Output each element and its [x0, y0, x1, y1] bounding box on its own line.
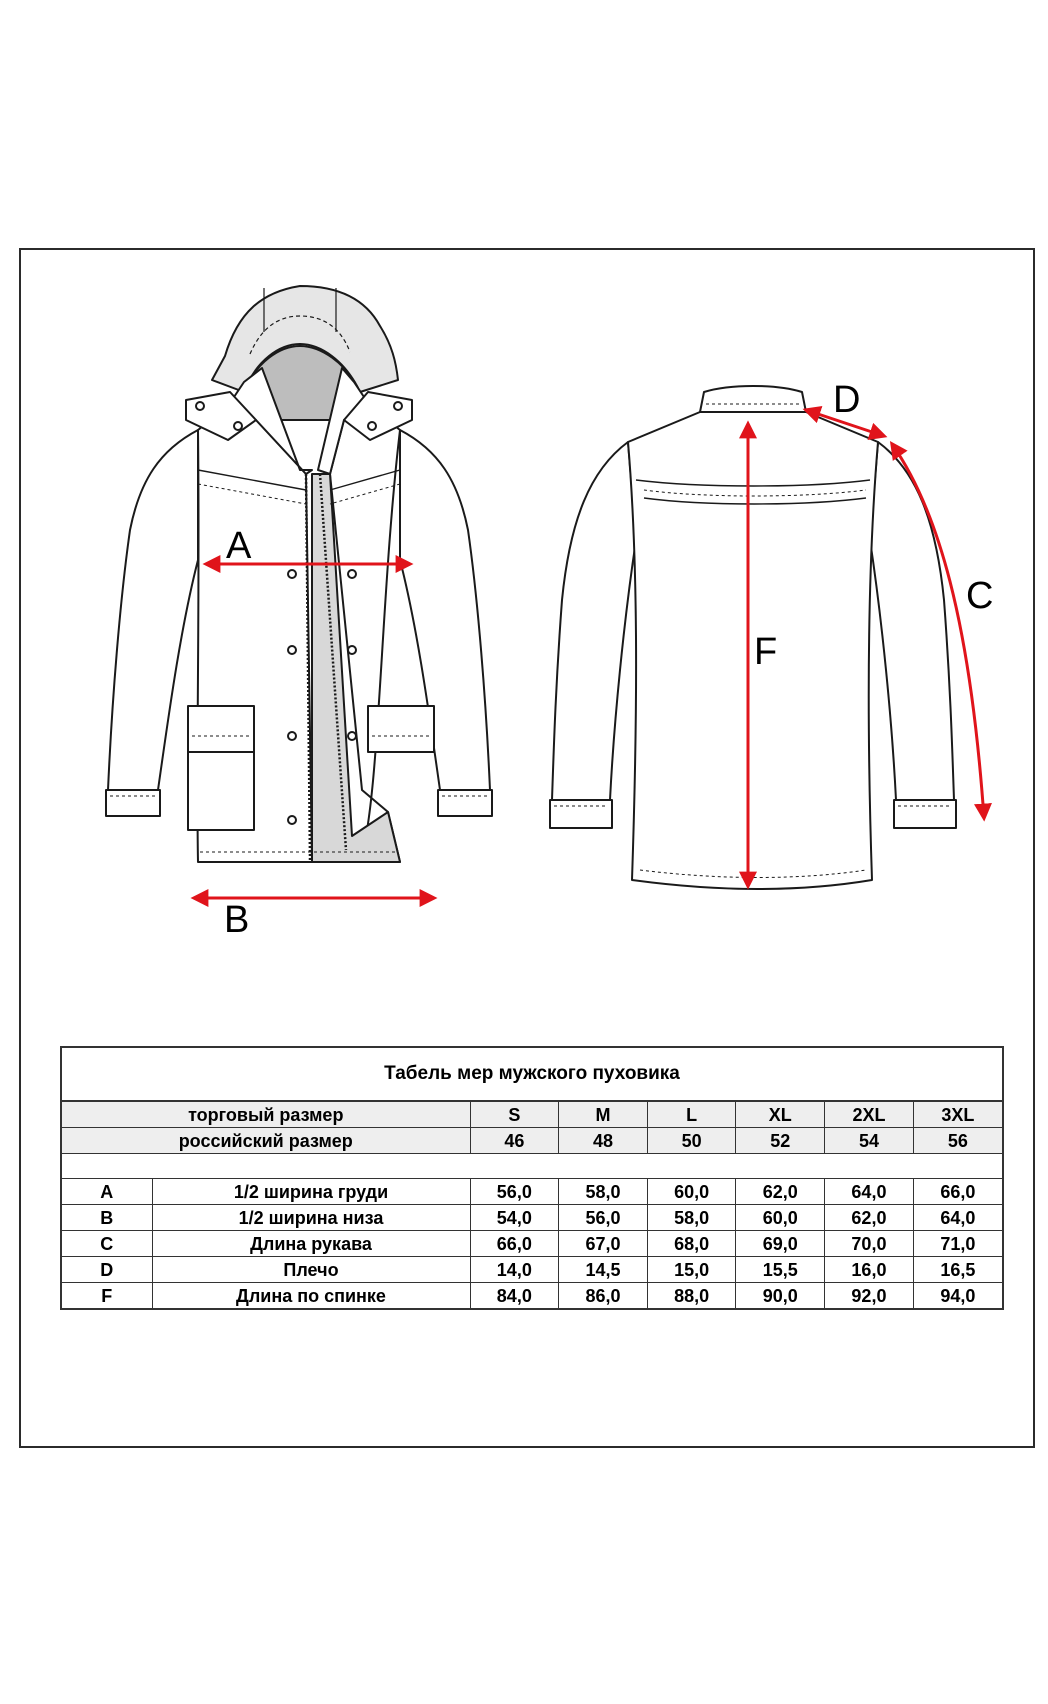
measure-value: 56,0 — [469, 1178, 560, 1205]
measure-code: D — [62, 1256, 153, 1283]
size-cell: M — [558, 1102, 648, 1128]
russian-size-cell: 50 — [646, 1127, 737, 1154]
measure-value: 15,5 — [735, 1256, 826, 1283]
trade-size-row: торговый размер S M L XL 2XL 3XL — [62, 1102, 1002, 1128]
size-chart: Табель мер мужского пуховика торговый ра… — [60, 1046, 1004, 1310]
size-cell: L — [646, 1102, 737, 1128]
measure-arrow-c — [889, 441, 992, 822]
label-b: B — [224, 899, 249, 941]
measure-arrow-d — [802, 406, 888, 440]
measure-name: Длина по спинке — [151, 1282, 471, 1308]
measure-value: 66,0 — [912, 1178, 1002, 1205]
measure-value: 64,0 — [912, 1204, 1002, 1231]
size-cell: 3XL — [912, 1102, 1002, 1128]
russian-size-cell: 48 — [558, 1127, 648, 1154]
measure-value: 86,0 — [558, 1282, 648, 1308]
measure-value: 88,0 — [646, 1282, 737, 1308]
measure-value: 90,0 — [735, 1282, 826, 1308]
back-jacket-drawing — [549, 385, 957, 890]
table-row: B 1/2 ширина низа 54,0 56,0 58,0 60,0 62… — [62, 1204, 1002, 1231]
size-cell: 2XL — [824, 1102, 914, 1128]
measure-code: A — [62, 1178, 153, 1205]
jacket-illustration: A B D C F — [105, 285, 993, 941]
label-d: D — [833, 379, 860, 421]
trade-size-label: торговый размер — [62, 1102, 471, 1128]
table-row: C Длина рукава 66,0 67,0 68,0 69,0 70,0 … — [62, 1230, 1002, 1257]
measure-value: 58,0 — [646, 1204, 737, 1231]
russian-size-label: российский размер — [62, 1127, 471, 1154]
measure-value: 62,0 — [735, 1178, 826, 1205]
measure-value: 84,0 — [469, 1282, 560, 1308]
size-cell: XL — [735, 1102, 826, 1128]
measurement-frame — [19, 248, 1035, 1448]
russian-size-cell: 56 — [912, 1127, 1002, 1154]
measure-value: 14,5 — [558, 1256, 648, 1283]
measure-value: 16,0 — [824, 1256, 914, 1283]
measure-code: B — [62, 1204, 153, 1231]
spacer-row — [62, 1153, 1002, 1179]
measure-value: 54,0 — [469, 1204, 560, 1231]
measure-value: 67,0 — [558, 1230, 648, 1257]
russian-size-row: российский размер 46 48 50 52 54 56 — [62, 1127, 1002, 1154]
measure-value: 16,5 — [912, 1256, 1002, 1283]
table-row: A 1/2 ширина груди 56,0 58,0 60,0 62,0 6… — [62, 1178, 1002, 1205]
table-row: D Плечо 14,0 14,5 15,0 15,5 16,0 16,5 — [62, 1256, 1002, 1283]
russian-size-cell: 46 — [469, 1127, 560, 1154]
russian-size-cell: 52 — [735, 1127, 826, 1154]
front-jacket-drawing — [105, 285, 493, 863]
measure-value: 64,0 — [824, 1178, 914, 1205]
size-chart-title: Табель мер мужского пуховика — [62, 1048, 1002, 1102]
size-table: торговый размер S M L XL 2XL 3XL российс… — [62, 1102, 1002, 1308]
measure-value: 69,0 — [735, 1230, 826, 1257]
measure-name: 1/2 ширина низа — [151, 1204, 471, 1231]
label-f: F — [754, 631, 777, 673]
measure-code: C — [62, 1230, 153, 1257]
measure-value: 94,0 — [912, 1282, 1002, 1308]
measure-value: 62,0 — [824, 1204, 914, 1231]
measure-value: 70,0 — [824, 1230, 914, 1257]
measure-value: 66,0 — [469, 1230, 560, 1257]
table-row: F Длина по спинке 84,0 86,0 88,0 90,0 92… — [62, 1282, 1002, 1308]
measure-value: 14,0 — [469, 1256, 560, 1283]
measure-code: F — [62, 1282, 153, 1308]
measure-value: 58,0 — [558, 1178, 648, 1205]
label-a: A — [226, 525, 252, 567]
label-c: C — [966, 575, 993, 617]
measure-value: 60,0 — [735, 1204, 826, 1231]
measure-value: 71,0 — [912, 1230, 1002, 1257]
measure-name: 1/2 ширина груди — [151, 1178, 471, 1205]
size-cell: S — [469, 1102, 560, 1128]
measure-value: 15,0 — [646, 1256, 737, 1283]
measure-name: Длина рукава — [151, 1230, 471, 1257]
measure-value: 56,0 — [558, 1204, 648, 1231]
measure-value: 68,0 — [646, 1230, 737, 1257]
measure-value: 92,0 — [824, 1282, 914, 1308]
measure-value: 60,0 — [646, 1178, 737, 1205]
measure-name: Плечо — [151, 1256, 471, 1283]
russian-size-cell: 54 — [824, 1127, 914, 1154]
